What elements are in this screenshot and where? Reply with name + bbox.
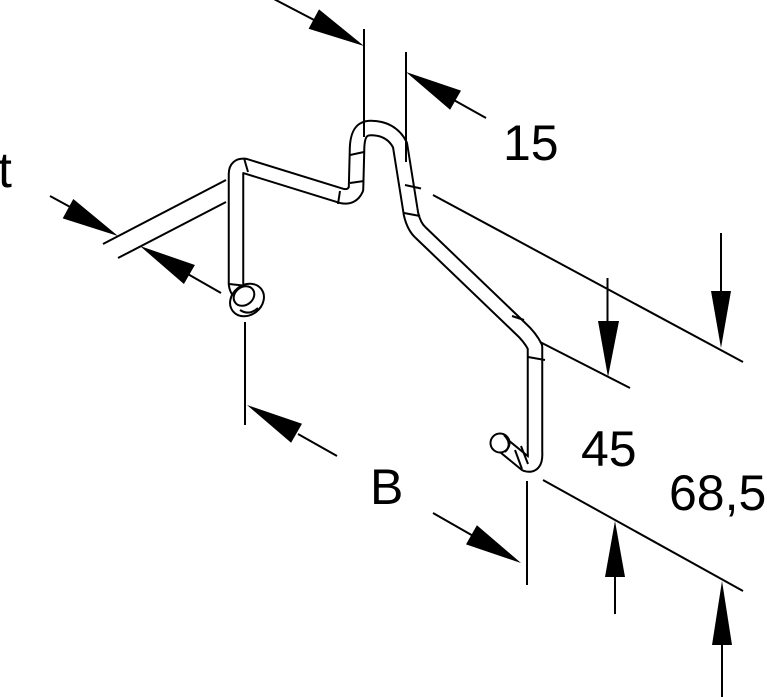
wire-tube [227, 119, 544, 473]
bend-tick [404, 184, 422, 190]
dimension-label-thickness: t [0, 142, 12, 198]
extension-lines [102, 29, 744, 592]
bend-tick [514, 449, 523, 470]
bend-tick [349, 180, 365, 184]
dimension-label-hump-width: 15 [503, 115, 559, 171]
ext-line-top-plane [432, 194, 744, 363]
arrowhead [406, 72, 461, 110]
bend-tick [228, 283, 244, 287]
arrowhead [308, 9, 364, 46]
ext-line-bottom-plane [542, 479, 744, 592]
leader-thickness-lower [185, 272, 222, 294]
bend-tick [403, 212, 421, 217]
bend-tick [511, 315, 525, 321]
arrowhead [247, 405, 302, 443]
leader-hump-width-right [451, 98, 487, 119]
arrowhead [605, 521, 625, 577]
wire-end-caps [229, 282, 511, 454]
dimension-label-lower-height: 45 [581, 421, 637, 477]
leader-thickness-upper [49, 195, 73, 209]
arrowhead [466, 525, 521, 563]
bend-tick [349, 151, 365, 156]
dimension-label-span-width: B [370, 459, 403, 515]
dimension-label-overall-height: 68,5 [669, 465, 766, 521]
arrowhead [140, 246, 195, 284]
bend-tick [243, 157, 249, 173]
arrowhead [711, 291, 731, 348]
leader-hump-width-left [273, 0, 317, 22]
ext-line-thickness-upper [102, 179, 227, 245]
bend-tick [337, 190, 341, 205]
arrowhead [598, 321, 619, 377]
left-hook-cap-rim [239, 307, 259, 314]
ext-line-shoulder-plane [539, 341, 631, 389]
leader-span-left [297, 433, 338, 457]
arrowhead [712, 581, 732, 645]
bend-tick-marks [228, 151, 546, 470]
right-hook-cap-rim [503, 434, 510, 453]
bend-tick [520, 445, 529, 465]
bend-tick [527, 356, 546, 361]
arrowhead [62, 199, 118, 236]
wire-tube-fill [229, 121, 542, 471]
dimension-labels: t 15 45 68,5 B [0, 115, 766, 521]
ext-line-thickness-lower [117, 201, 227, 259]
leader-span-right [432, 512, 476, 538]
dimension-leader-lines [49, 0, 723, 697]
left-hook-cap-face [232, 285, 256, 307]
dimension-arrowheads [62, 9, 732, 645]
